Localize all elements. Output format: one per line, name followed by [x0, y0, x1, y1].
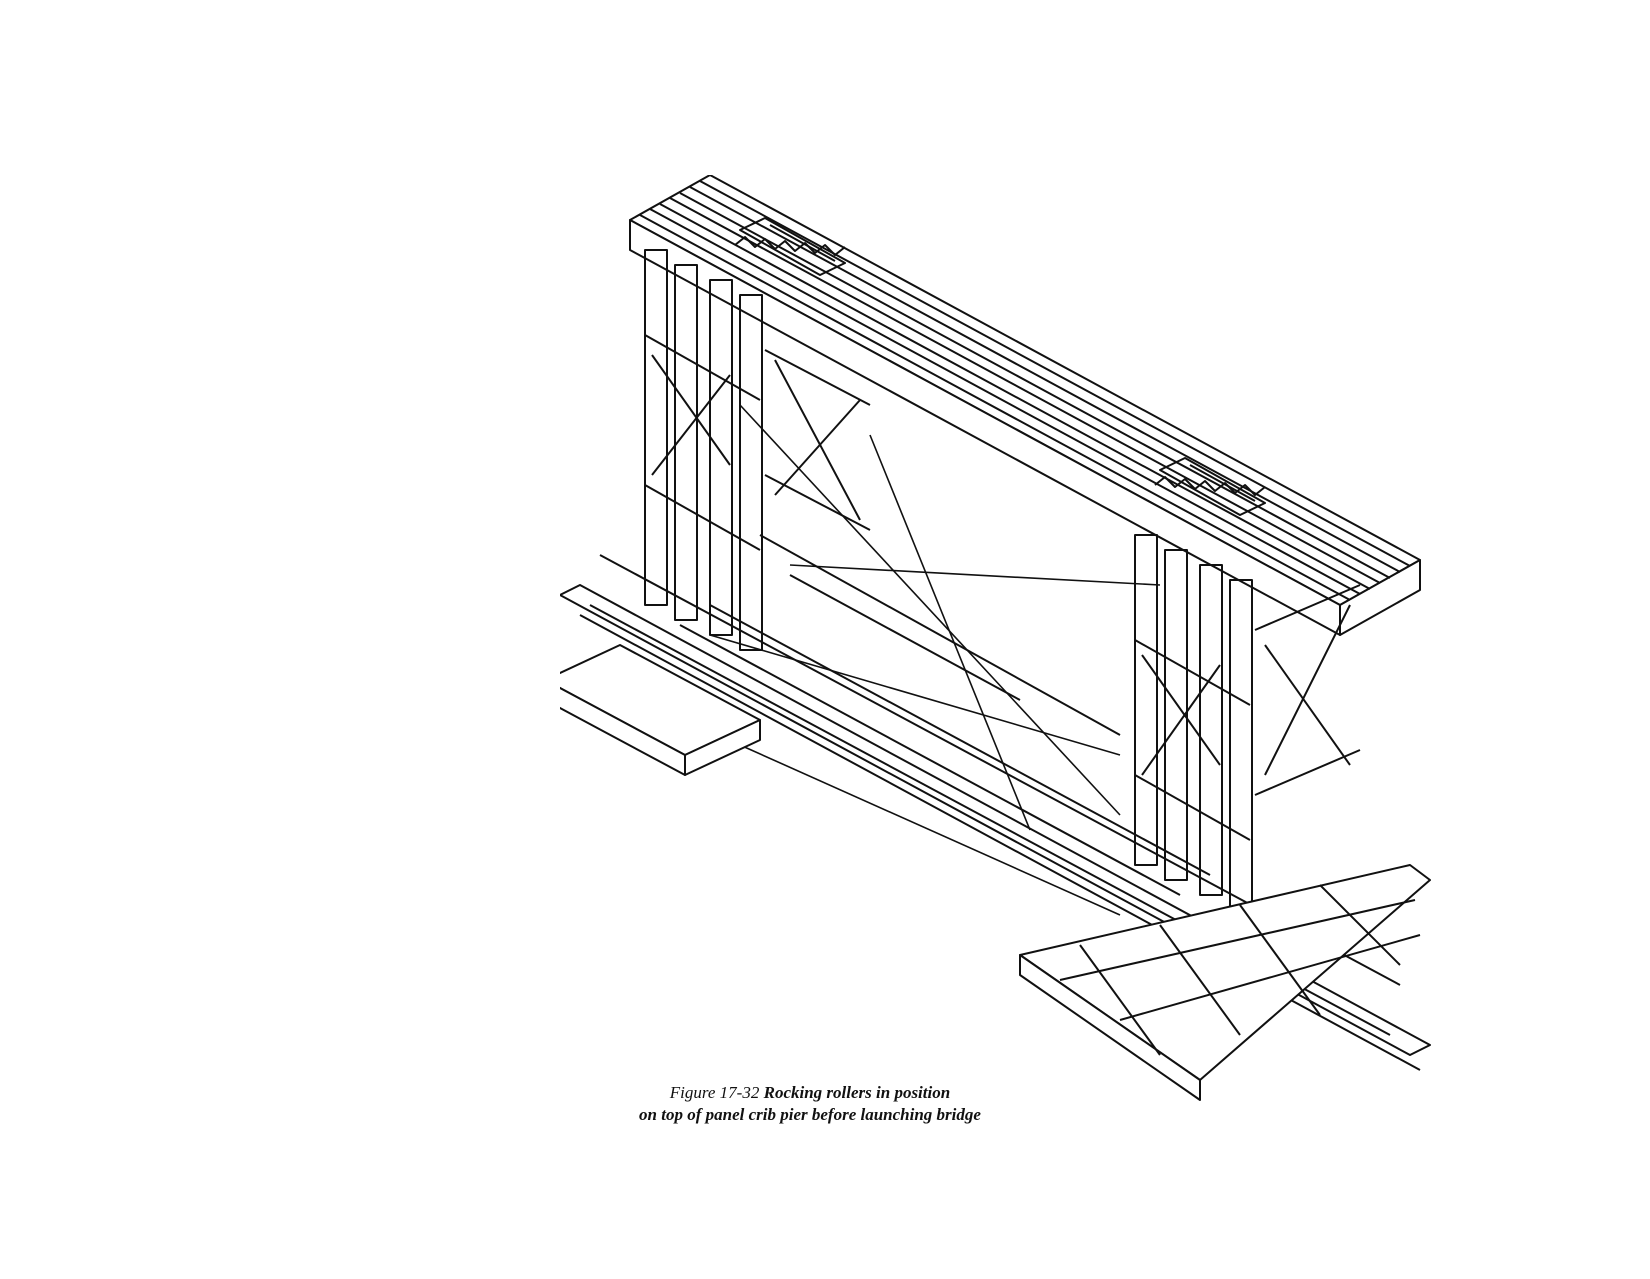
- figure-number: Figure 17-32: [669, 1083, 760, 1102]
- rocking-roller-left: [734, 217, 846, 276]
- crib-pier-illustration: [560, 175, 1431, 1101]
- top-grillage-beams: [629, 175, 1421, 636]
- base-timbers-left: [560, 644, 761, 776]
- figure-title-line-1: Rocking rollers in position: [763, 1083, 951, 1102]
- base-timbers-right: [1019, 864, 1431, 1101]
- caption-line-1: Figure 17-32 Rocking rollers in position: [560, 1082, 1060, 1104]
- figure-caption: Figure 17-32 Rocking rollers in position…: [560, 1082, 1060, 1126]
- bracing-cables: [709, 404, 1161, 916]
- figure-title-line-2: on top of panel crib pier before launchi…: [639, 1105, 981, 1124]
- rocking-roller-right: [1154, 457, 1266, 516]
- left-panel-tower: [644, 249, 871, 651]
